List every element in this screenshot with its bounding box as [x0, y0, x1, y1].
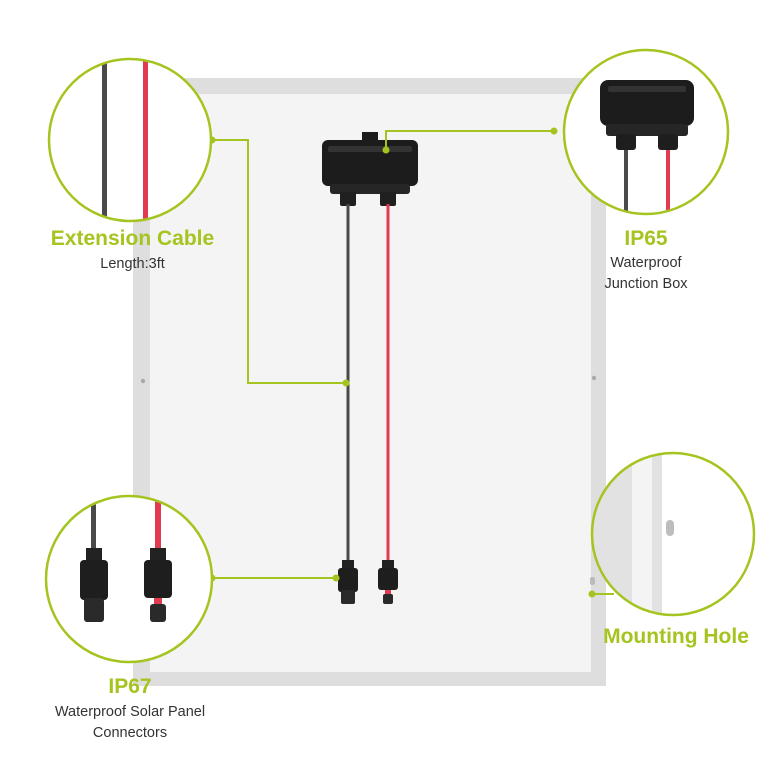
mounting-hole-right: [591, 375, 597, 381]
connectors-line2: Connectors: [92, 725, 168, 741]
zoom-extension-cable: [47, 57, 213, 223]
junction-box-title: IP65: [624, 227, 668, 250]
junction-box: [322, 132, 418, 206]
junction-box-line2: Junction Box: [604, 276, 688, 292]
mounting-hole-lower: [590, 577, 595, 585]
extension-cable-title: Extension Cable: [50, 227, 215, 250]
zoom-mounting-hole: [590, 451, 756, 617]
connectors-title: IP67: [108, 675, 152, 698]
extension-cable-subtitle: Length:3ft: [100, 256, 165, 272]
leader-lines: [212, 130, 614, 595]
mounting-hole-left: [140, 378, 146, 384]
connectors-line1: Waterproof Solar Panel: [54, 704, 206, 720]
mc4-connector-negative: [338, 560, 358, 604]
zoom-connectors: [44, 494, 214, 664]
zoom-junction-box: [562, 48, 730, 216]
mounting-hole-title: Mounting Hole: [603, 625, 749, 648]
leader-junction-box: [385, 130, 554, 150]
leader-extension-cable: [212, 139, 346, 384]
junction-box-line1: Waterproof: [610, 255, 682, 271]
mc4-connector-positive: [378, 560, 398, 604]
